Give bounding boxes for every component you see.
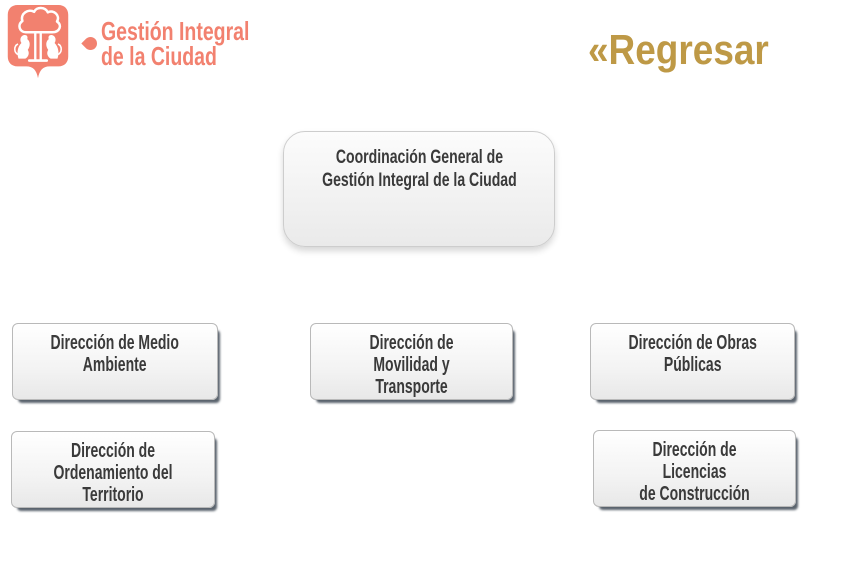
org-node-medio-ambiente[interactable]: Dirección de Medio Ambiente bbox=[12, 323, 218, 400]
droplet-bullet-icon bbox=[81, 34, 100, 53]
org-node-label: Dirección de Licencias de Construcción bbox=[639, 439, 750, 505]
brand-title: Gestión Integral de la Ciudad bbox=[101, 16, 250, 71]
city-crest-logo bbox=[6, 4, 70, 82]
org-node-licencias-construccion[interactable]: Dirección de Licencias de Construcción bbox=[593, 430, 796, 507]
org-node-label: Dirección de Obras Públicas bbox=[628, 332, 757, 376]
org-node-obras-publicas[interactable]: Dirección de Obras Públicas bbox=[590, 323, 795, 400]
org-node-movilidad-transporte[interactable]: Dirección de Movilidad y Transporte bbox=[310, 323, 513, 400]
org-node-label: Dirección de Ordenamiento del Territorio bbox=[53, 440, 173, 506]
org-node-coordinacion-general[interactable]: Coordinación General de Gestión Integral… bbox=[283, 131, 555, 247]
org-node-label: Dirección de Movilidad y Transporte bbox=[369, 332, 454, 398]
org-node-ordenamiento-territorio[interactable]: Dirección de Ordenamiento del Territorio bbox=[11, 431, 215, 508]
tree-lions-crest-icon bbox=[7, 4, 69, 79]
back-link[interactable]: «Regresar bbox=[588, 26, 769, 73]
org-node-label: Dirección de Medio Ambiente bbox=[50, 332, 180, 376]
org-node-label: Coordinación General de Gestión Integral… bbox=[321, 147, 517, 191]
